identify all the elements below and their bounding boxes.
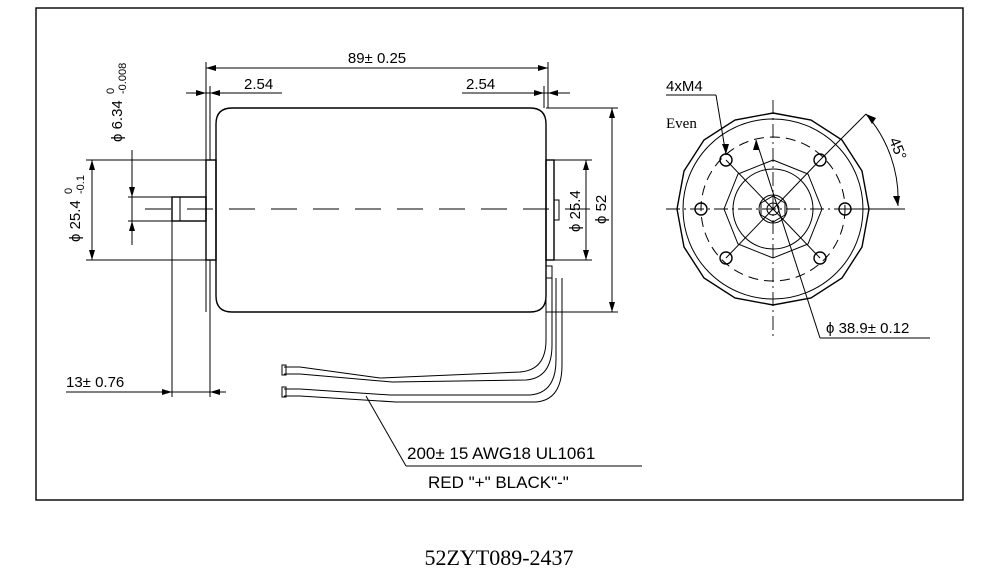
lead-spec-line1: 200± 15 AWG18 UL1061 [407, 444, 595, 463]
rear-boss [545, 159, 555, 261]
lead-exit [545, 265, 553, 279]
shaft-length-label: 13± 0.76 [66, 374, 124, 391]
shaft-dia-tol-lower: -0.008 [117, 63, 129, 94]
lead-leader-line [365, 395, 407, 467]
lead-spec-line2: RED "+" BLACK"-" [428, 473, 569, 492]
total-length-label: 89± 0.25 [348, 50, 406, 67]
bolt-circle-label: ϕ 38.9± 0.12 [826, 320, 909, 337]
mount-hole [813, 251, 827, 265]
pilot-dia-tol-upper: 0 [63, 188, 75, 194]
mount-hole [719, 251, 733, 265]
shaft-dia-tol-upper: 0 [105, 88, 117, 94]
mount-hole [694, 202, 708, 216]
drawing-frame [35, 7, 964, 501]
lead-wire-black [284, 278, 557, 396]
drawing-caption: 52ZYT089-2437 [424, 545, 573, 570]
motor-body [215, 107, 547, 313]
front-pilot [205, 159, 217, 261]
right-step-label: 2.54 [466, 76, 495, 93]
end-view-outline [676, 112, 870, 306]
pilot-dia-tol-lower: -0.1 [75, 175, 87, 194]
left-step-label: 2.54 [244, 76, 273, 93]
pilot-dia-label: ϕ 25.4 [67, 200, 84, 242]
mount-hole [813, 153, 827, 167]
end-view [666, 100, 880, 338]
lead-wire-red [284, 278, 547, 379]
shaft-dia-label: ϕ 6.34 [109, 100, 126, 142]
angle-label: 45° [885, 135, 909, 162]
body-dia-label: ϕ 52 [593, 195, 610, 224]
rear-boss-dia-label: ϕ 25.4 [567, 190, 584, 232]
rear-stub [553, 199, 560, 221]
holes-label: 4xM4 [666, 78, 703, 95]
holes-note: Even [666, 116, 697, 132]
